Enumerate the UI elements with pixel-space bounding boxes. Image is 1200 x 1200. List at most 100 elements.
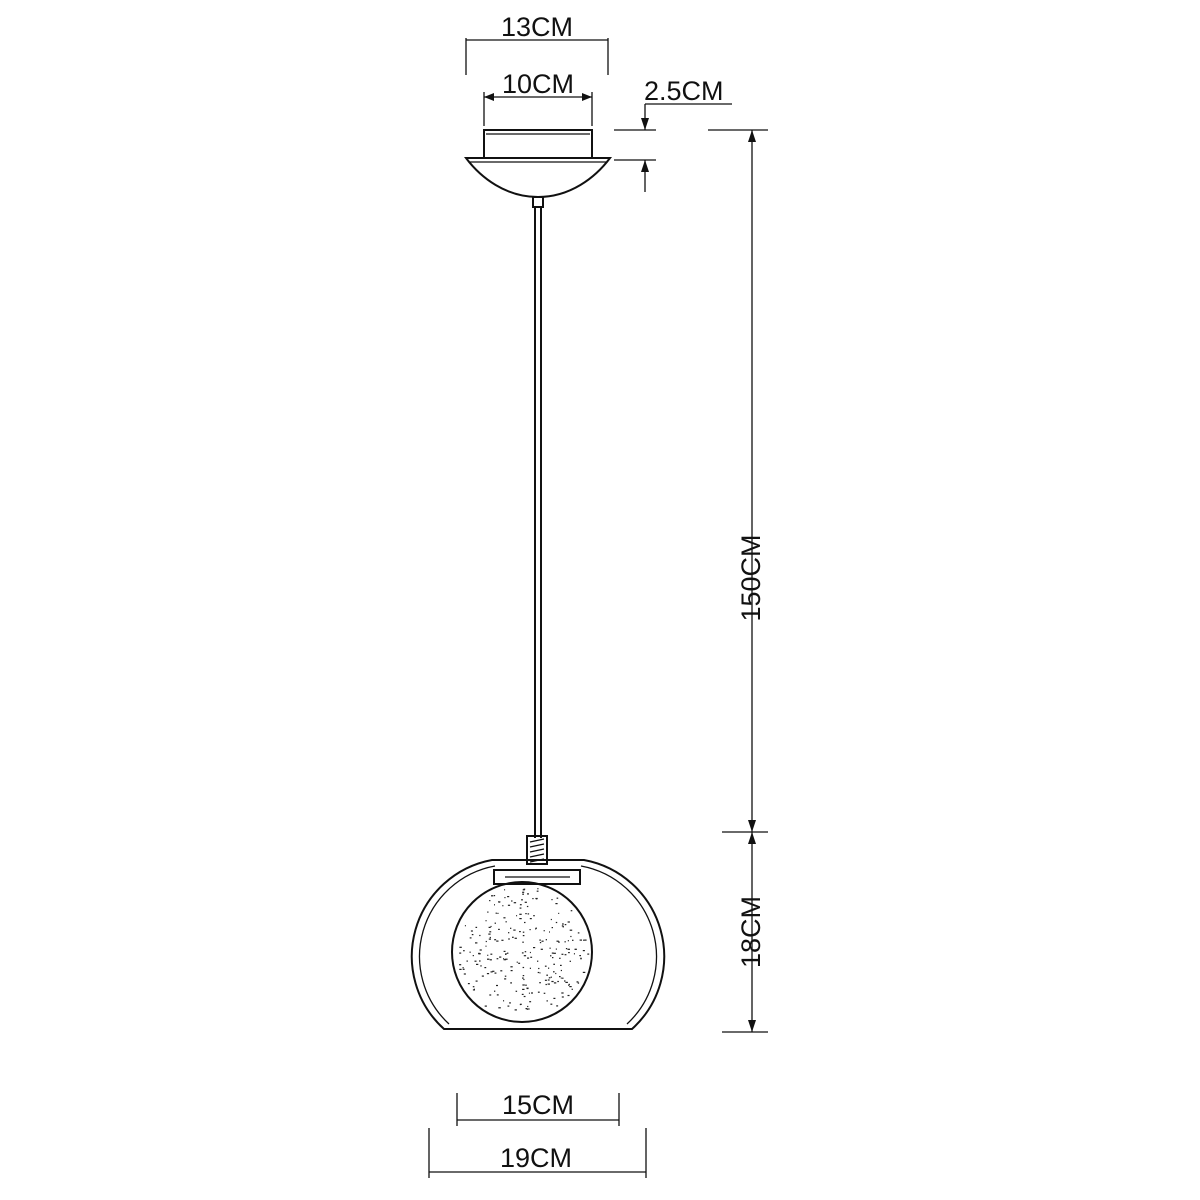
sparkle-dot — [565, 948, 568, 950]
sparkle-dot — [579, 939, 582, 941]
sparkle-dot — [513, 902, 517, 904]
sparkle-dot — [475, 942, 478, 944]
sparkle-dot — [525, 1008, 528, 1010]
sparkle-dot — [512, 936, 514, 938]
sparkle-dot — [559, 976, 561, 978]
sparkle-dot — [526, 905, 529, 908]
sparkle-dot — [561, 996, 564, 998]
sparkle-dot — [551, 927, 553, 929]
sparkle-dot — [489, 900, 491, 902]
sparkle-dot — [459, 952, 462, 954]
sparkle-dot — [489, 994, 492, 996]
sparkle-dot — [502, 905, 504, 907]
sparkle-dot — [552, 957, 554, 959]
sparkle-dot — [515, 990, 518, 992]
sparkle-dot — [469, 951, 471, 953]
sparkle-dot — [527, 957, 530, 959]
sparkle-dot — [533, 947, 536, 949]
sparkle-dot — [555, 948, 557, 950]
sparkle-dot — [548, 977, 551, 979]
sparkle-dot — [539, 972, 541, 974]
sparkle-dot — [500, 970, 503, 972]
sparkle-dot — [522, 889, 525, 891]
sparkle-dot — [494, 972, 497, 974]
globe-sparkle-texture — [459, 888, 590, 1011]
sparkle-dot — [577, 932, 580, 934]
sparkle-dot — [497, 912, 499, 914]
sparkle-dot — [495, 912, 497, 914]
sparkle-dot — [539, 982, 541, 984]
sparkle-dot — [522, 984, 525, 986]
cable-length-label: 150CM — [736, 534, 766, 621]
sparkle-dot — [511, 900, 513, 902]
sparkle-dot — [505, 921, 507, 923]
sparkle-dot — [484, 1005, 487, 1007]
sparkle-dot — [504, 897, 506, 899]
sparkle-dot — [564, 924, 567, 926]
sparkle-dot — [471, 934, 474, 936]
sparkle-dot — [459, 968, 462, 970]
sparkle-dot — [553, 971, 555, 973]
sparkle-dot — [522, 893, 524, 895]
sparkle-dot — [567, 994, 570, 997]
sparkle-dot — [488, 926, 491, 928]
sparkle-dot — [547, 979, 550, 981]
sparkle-dot — [561, 925, 564, 927]
sparkle-dot — [567, 948, 570, 950]
sparkle-dot — [474, 960, 477, 962]
sparkle-dot — [561, 992, 564, 994]
sparkle-dot — [547, 983, 550, 985]
sparkle-dot — [521, 899, 523, 901]
sparkle-dot — [530, 956, 533, 958]
sparkle-dot — [576, 981, 579, 983]
sparkle-dot — [533, 915, 535, 917]
sparkle-dot — [584, 939, 587, 941]
sparkle-dot — [560, 977, 562, 979]
sparkle-dot — [503, 1000, 505, 1002]
sparkle-dot — [527, 1005, 529, 1008]
sparkle-dot — [564, 954, 567, 956]
sparkle-dot — [498, 901, 501, 903]
sparkle-dot — [537, 991, 540, 993]
sparkle-dot — [568, 984, 570, 986]
canopy-inner-width-label: 10CM — [502, 69, 574, 99]
sparkle-dot — [513, 929, 516, 931]
sparkle-dot — [518, 962, 521, 964]
sparkle-dot — [519, 904, 522, 906]
dimension-canopy-height: 2.5CM — [614, 76, 732, 192]
sparkle-dot — [571, 988, 573, 990]
sparkle-dot — [537, 888, 539, 890]
sparkle-dot — [528, 992, 530, 994]
sparkle-dot — [545, 939, 547, 941]
canopy-outer-width-label: 13CM — [501, 12, 573, 42]
dimension-outer-shade-width: 19CM — [428, 1128, 647, 1178]
lamp-head — [410, 835, 666, 1030]
sparkle-dot — [510, 966, 513, 968]
sparkle-dot — [490, 953, 493, 955]
sparkle-dot — [466, 960, 468, 962]
sparkle-dot — [550, 1003, 553, 1005]
sparkle-dot — [550, 918, 552, 921]
sparkle-dot — [510, 982, 512, 984]
sparkle-dot — [522, 988, 525, 990]
sparkle-dot — [522, 935, 525, 937]
sparkle-dot — [564, 941, 566, 943]
sparkle-dot — [569, 986, 572, 988]
sparkle-dot — [507, 1005, 510, 1007]
sparkle-dot — [478, 952, 480, 954]
sparkle-dot — [479, 953, 481, 955]
sparkle-dot — [555, 921, 558, 924]
sparkle-dot — [570, 935, 572, 938]
sparkle-dot — [469, 937, 472, 939]
sparkle-dot — [553, 963, 555, 965]
sparkle-dot — [540, 948, 543, 950]
sparkle-dot — [510, 970, 513, 972]
sparkle-dot — [464, 925, 466, 927]
sparkle-dot — [564, 980, 566, 982]
sparkle-dot — [548, 967, 550, 969]
sparkle-dot — [524, 951, 527, 953]
sparkle-dot — [488, 933, 491, 935]
sparkle-dot — [476, 963, 479, 965]
dimension-cable-length: 150CM — [708, 129, 768, 833]
sparkle-dot — [543, 992, 546, 994]
